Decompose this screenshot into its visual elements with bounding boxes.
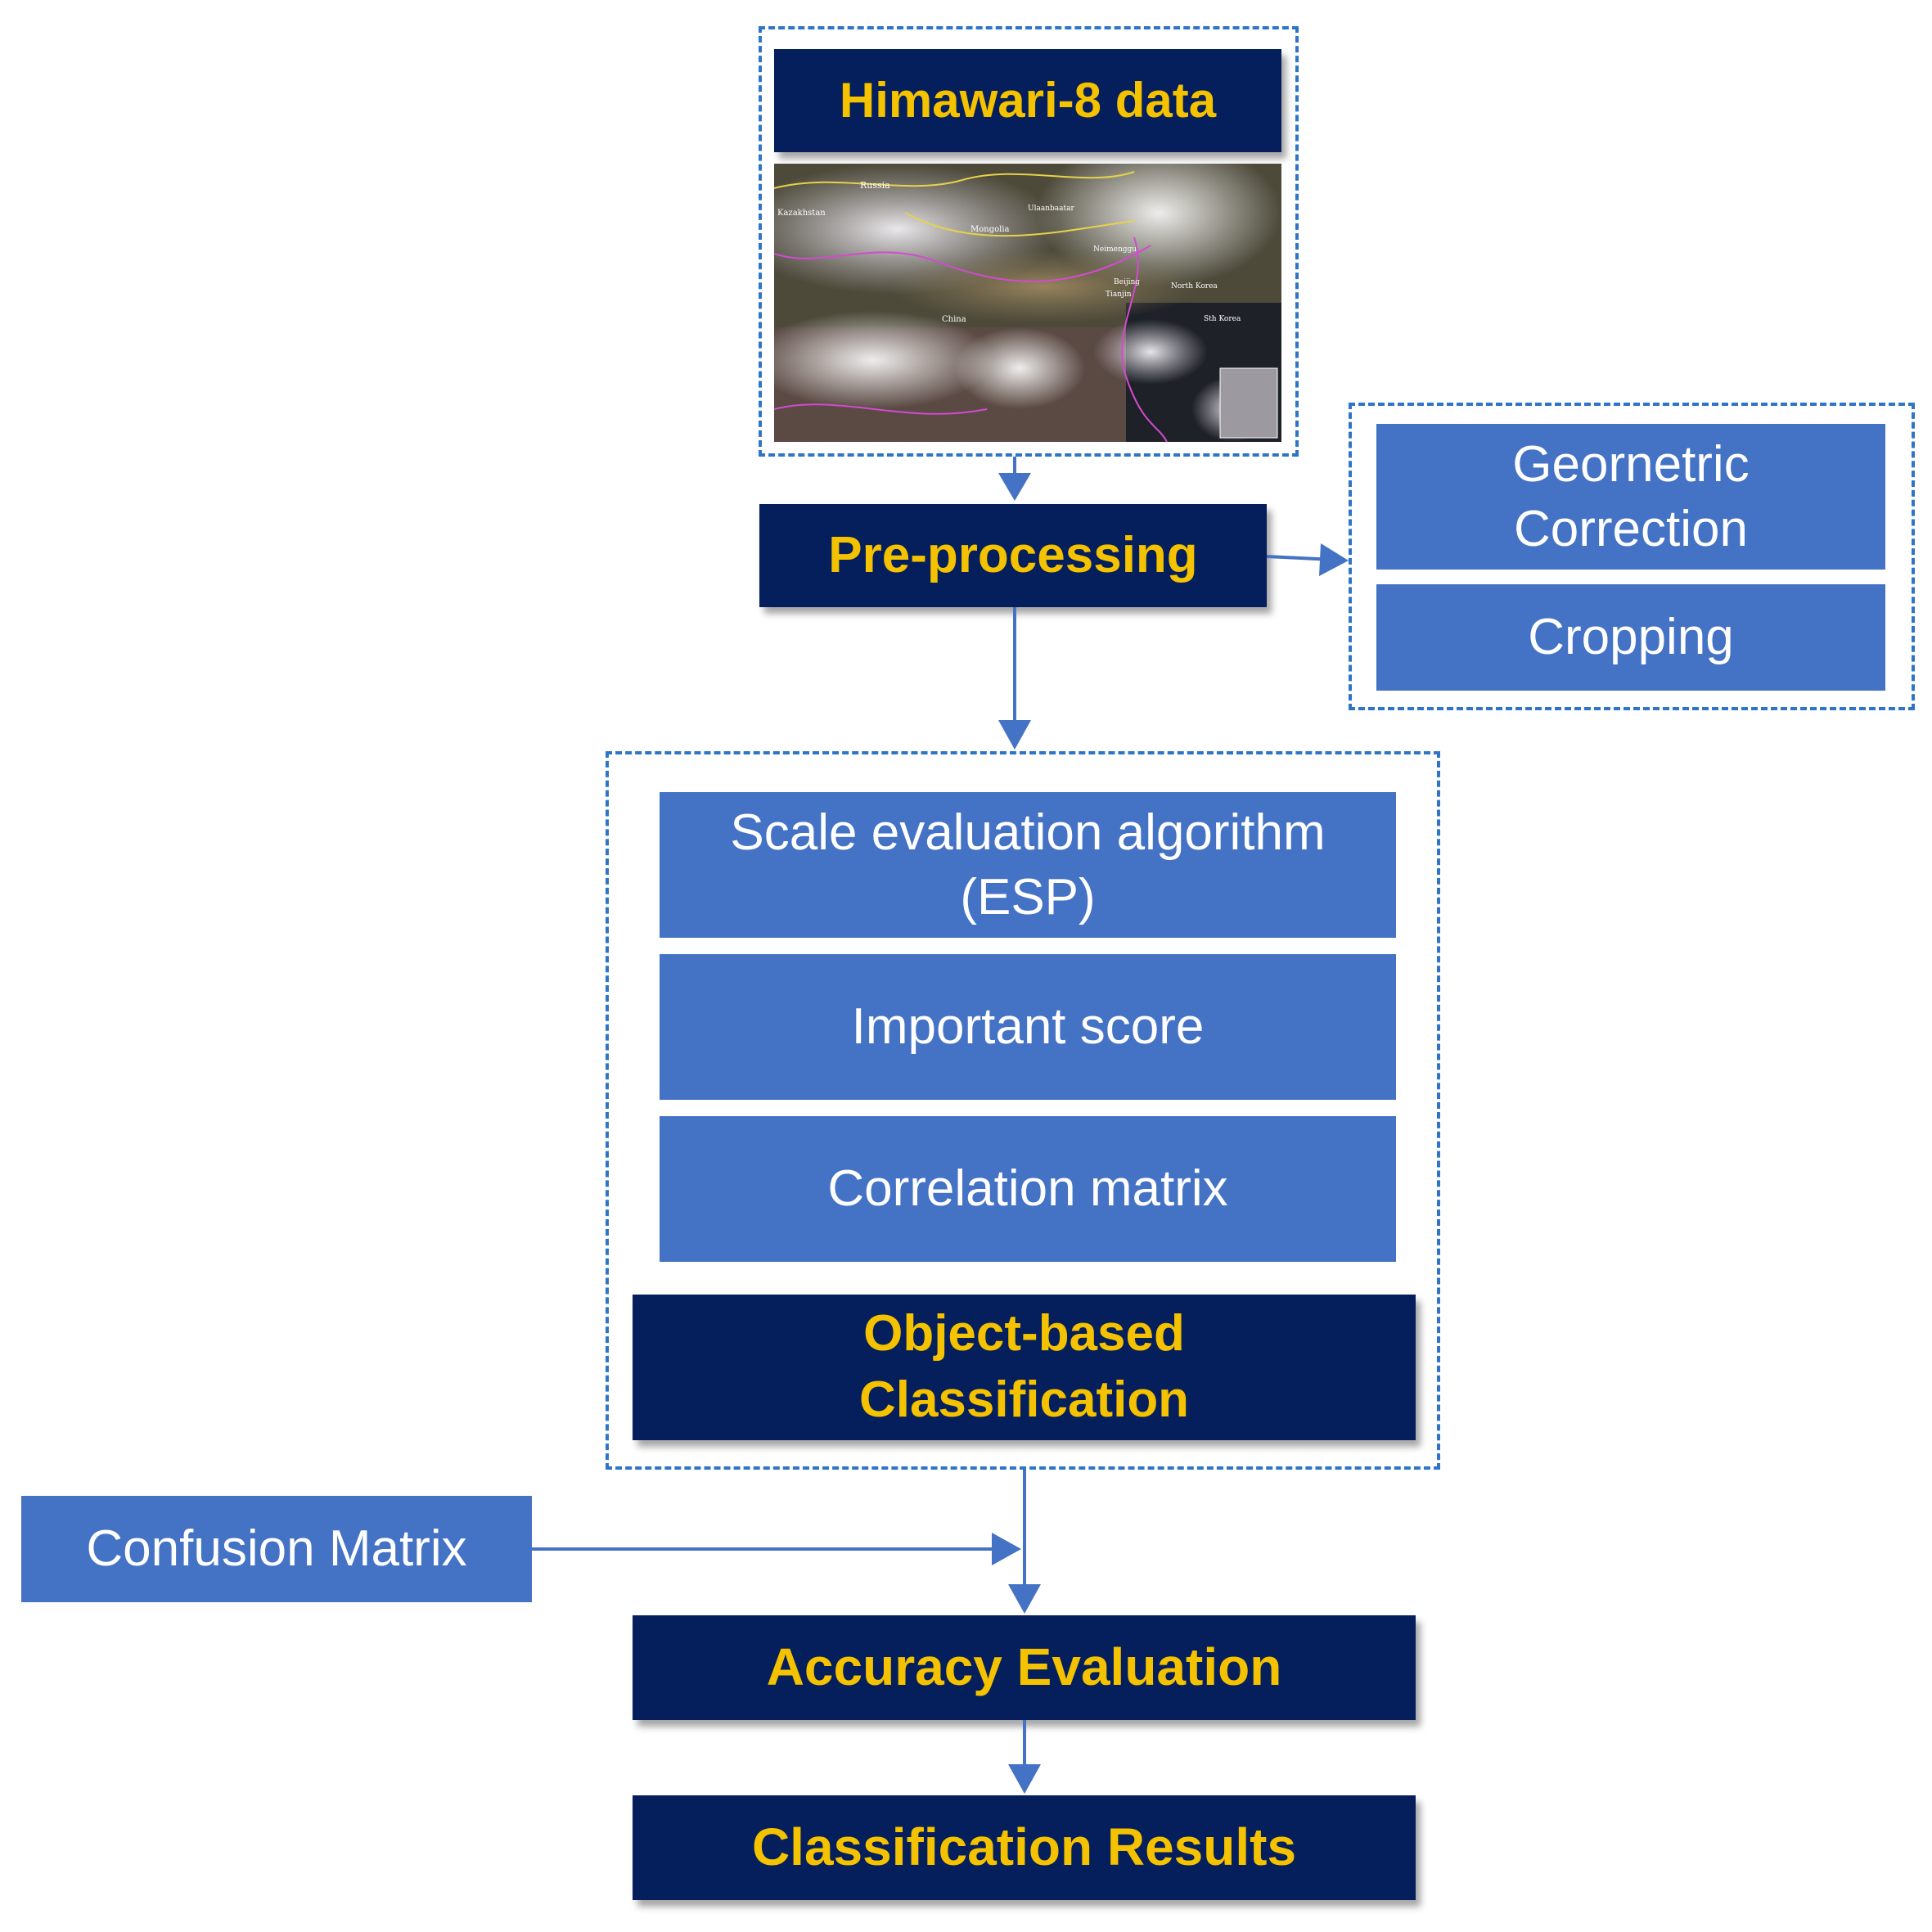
satellite-image: Russia Kazakhstan Mongolia Ulaanbaatar N… xyxy=(774,164,1281,442)
map-label-kazakhstan: Kazakhstan xyxy=(777,209,826,218)
classification-results-box: Classification Results xyxy=(633,1795,1416,1900)
map-label-north-korea: North Korea xyxy=(1171,282,1218,290)
accuracy-evaluation-box: Accuracy Evaluation xyxy=(633,1615,1416,1720)
important-score-label: Important score xyxy=(851,998,1205,1056)
map-label-china: China xyxy=(942,315,966,324)
himawari-data-box: Himawari-8 data xyxy=(774,49,1281,152)
accuracy-evaluation-label: Accuracy Evaluation xyxy=(766,1637,1282,1697)
cropping-label: Cropping xyxy=(1528,609,1734,666)
preprocessing-options-group xyxy=(1349,403,1915,710)
preprocessing-box: Pre-processing xyxy=(759,504,1267,607)
arrow-preprocessing-to-features xyxy=(998,607,1031,750)
geometric-correction-label: Geornetric Correction xyxy=(1512,435,1750,557)
map-label-tianjin: Tianjin xyxy=(1106,290,1132,299)
scale-evaluation-label: Scale evaluation algorithm (ESP) xyxy=(730,804,1326,925)
map-label-beijing: Beijing xyxy=(1114,278,1141,286)
arrow-confusion-to-accuracy xyxy=(532,1533,1021,1565)
map-label-mongolia: Mongolia xyxy=(971,225,1010,234)
satellite-image-drawing xyxy=(774,164,1281,442)
feature-selection-group xyxy=(606,751,1440,1470)
confusion-matrix-box: Confusion Matrix xyxy=(21,1496,532,1602)
scale-evaluation-box: Scale evaluation algorithm (ESP) xyxy=(660,792,1396,938)
arrow-himawari-to-preprocessing xyxy=(998,457,1031,501)
himawari-group xyxy=(759,26,1299,457)
preprocessing-label: Pre-processing xyxy=(828,526,1198,583)
confusion-matrix-label: Confusion Matrix xyxy=(86,1520,467,1578)
arrow-accuracy-to-results xyxy=(1008,1720,1041,1794)
geometric-correction-box: Geornetric Correction xyxy=(1376,424,1885,570)
arrow-preprocessing-to-options xyxy=(1266,543,1349,576)
map-label-south-korea: Sth Korea xyxy=(1204,315,1241,323)
object-based-classification-box: Object-based Classification xyxy=(633,1295,1416,1440)
correlation-matrix-box: Correlation matrix xyxy=(660,1116,1396,1262)
classification-results-label: Classification Results xyxy=(751,1817,1297,1877)
arrow-features-to-accuracy xyxy=(1008,1470,1041,1614)
map-label-ulaanbaatar: Ulaanbaatar xyxy=(1028,205,1074,213)
cropping-box: Cropping xyxy=(1376,584,1885,691)
correlation-matrix-label: Correlation matrix xyxy=(827,1160,1228,1218)
map-label-russia: Russia xyxy=(860,180,890,191)
himawari-data-label: Himawari-8 data xyxy=(839,73,1217,128)
map-label-neimenggu: Neimenggu xyxy=(1093,245,1137,254)
important-score-box: Important score xyxy=(660,954,1396,1100)
object-based-classification-label: Object-based Classification xyxy=(858,1305,1190,1428)
